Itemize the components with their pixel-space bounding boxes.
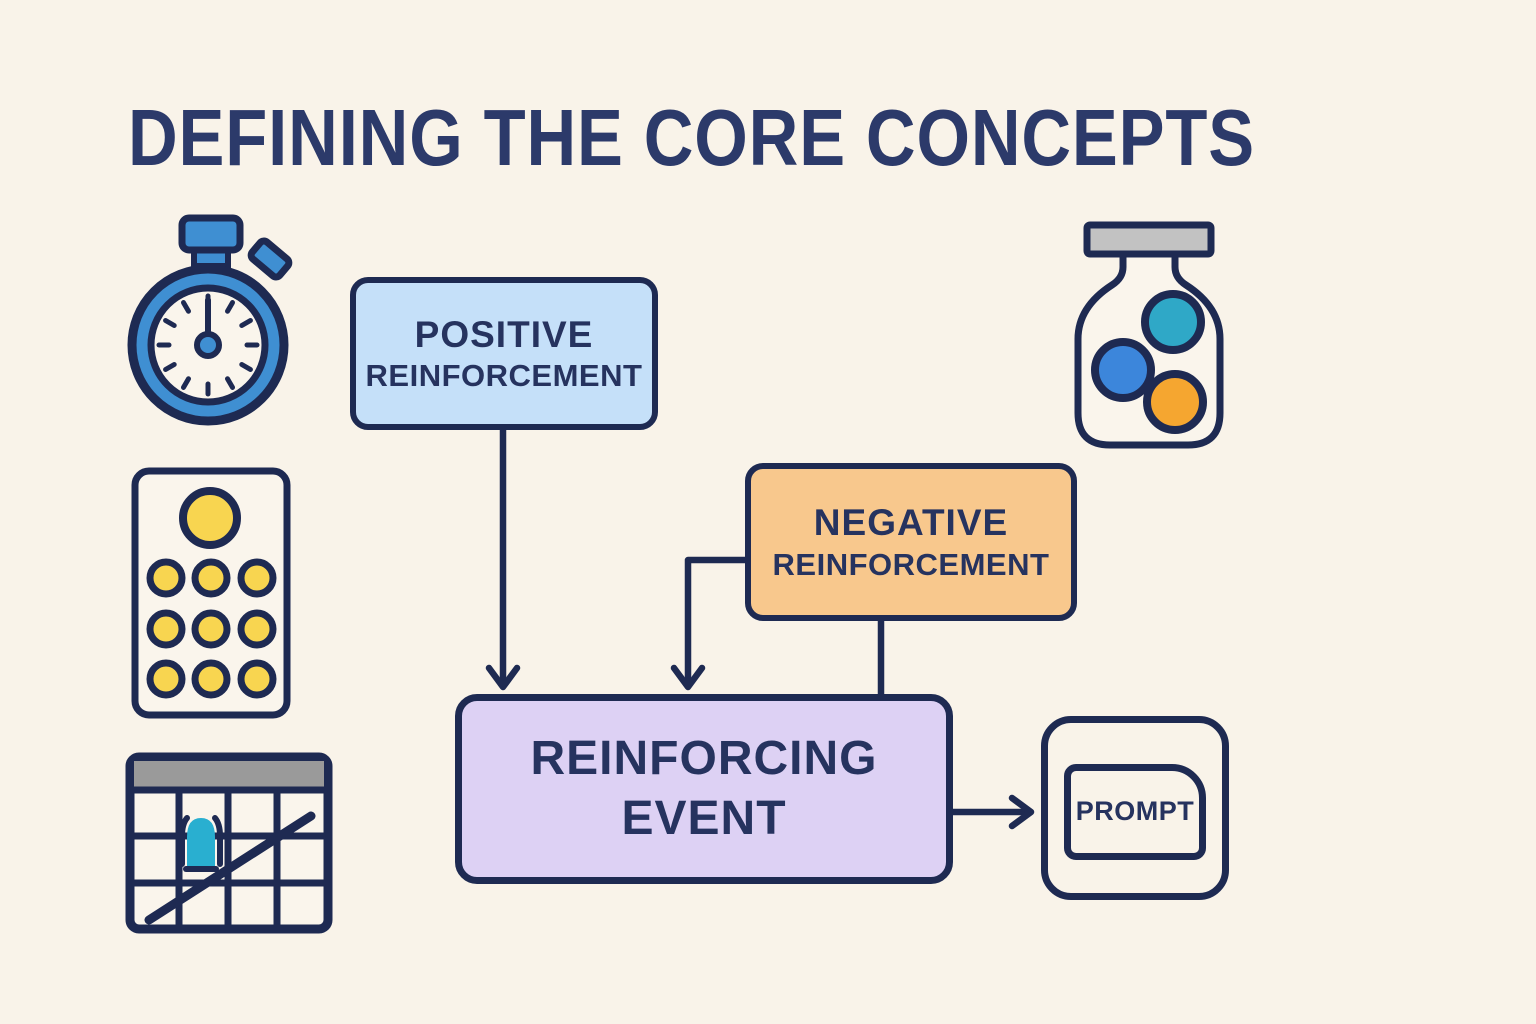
stopwatch-center-dot	[194, 331, 222, 359]
calendar-marker	[187, 818, 215, 867]
reinforcing-event-label-line2: EVENT	[621, 792, 787, 845]
stopwatch-icon	[127, 214, 293, 426]
negative-reinforcement-box: NEGATIVE REINFORCEMENT	[745, 463, 1077, 621]
token-board-icon	[131, 467, 291, 719]
prompt-box: PROMPT	[1041, 716, 1229, 900]
arrowhead-negative	[670, 664, 706, 691]
prompt-label: PROMPT	[1075, 796, 1195, 826]
negative-reinforcement-label-line2: REINFORCEMENT	[772, 546, 1050, 582]
prompt-card: PROMPT	[1064, 763, 1206, 860]
calendar-header	[134, 761, 324, 789]
jar-token-orange	[1143, 370, 1207, 434]
page-title: DEFINING THE CORE CONCEPTS	[128, 93, 1256, 182]
arrow-negative-left-to-event	[684, 556, 749, 690]
token-dots	[146, 558, 277, 699]
token-big-dot	[179, 487, 241, 549]
calendar-trend-line	[144, 811, 316, 925]
jar-lid	[1083, 221, 1215, 258]
arrowhead-positive	[485, 664, 521, 691]
jar-token-blue	[1091, 338, 1155, 402]
calendar-schedule-icon	[125, 752, 333, 934]
positive-reinforcement-box: POSITIVE REINFORCEMENT	[350, 277, 658, 430]
stopwatch-buttons	[178, 214, 293, 281]
arrowhead-prompt	[1008, 794, 1035, 830]
reinforcing-event-box: REINFORCING EVENT	[455, 694, 953, 884]
jar-token-teal	[1141, 290, 1205, 354]
calendar-marker-accents	[179, 815, 223, 872]
reinforcing-event-label-line1: REINFORCING	[530, 732, 878, 785]
positive-reinforcement-label-line1: POSITIVE	[414, 313, 594, 355]
negative-reinforcement-label-line1: NEGATIVE	[813, 502, 1009, 544]
positive-reinforcement-label-line2: REINFORCEMENT	[365, 358, 643, 394]
reward-jar-icon	[1074, 221, 1224, 449]
